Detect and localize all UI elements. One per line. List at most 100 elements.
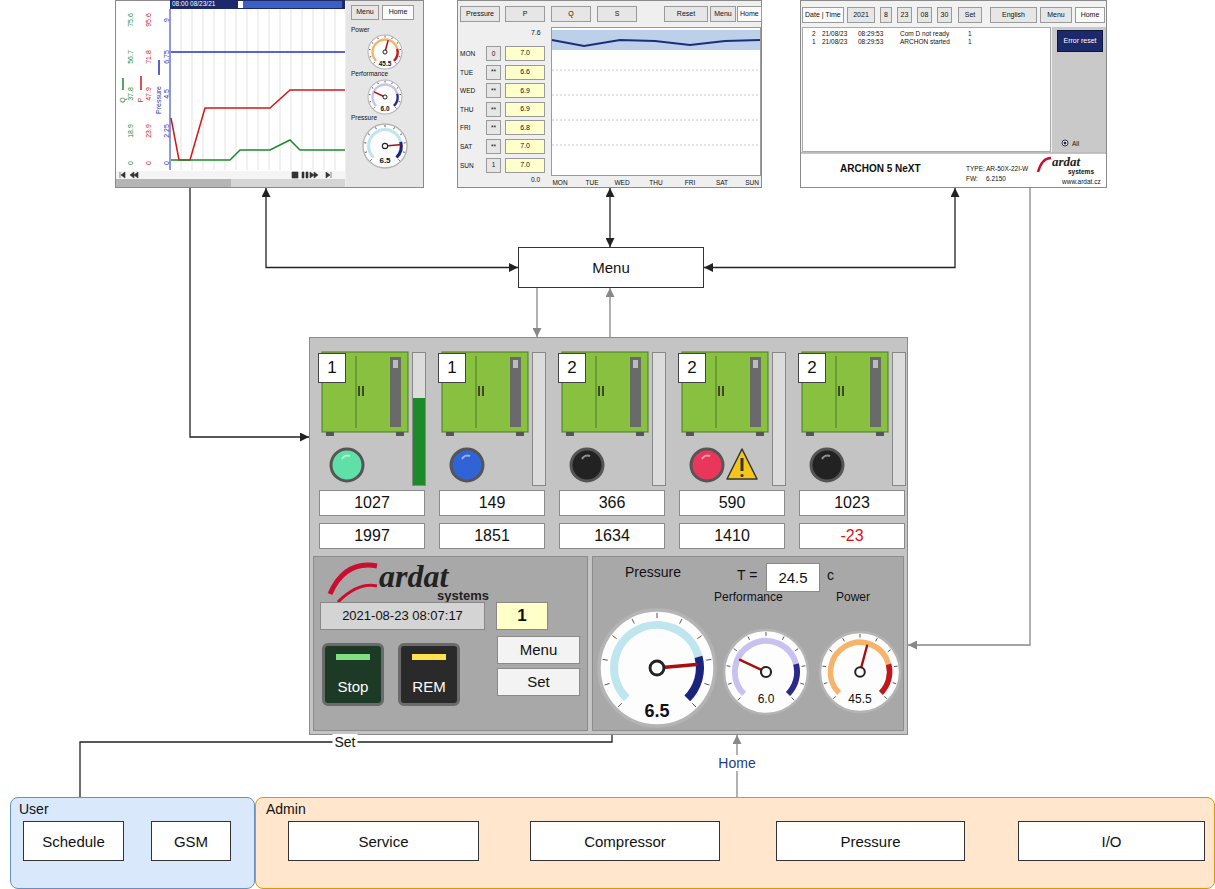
text-label: AR-50X-22I-W [986,165,1028,172]
text-label: Power [836,591,870,605]
gauge-hub [383,95,387,99]
group-band: AdminServiceCompressorPressureI/O [255,797,1215,889]
gauge-tick [399,56,400,57]
gauge-tick [782,636,784,639]
gauge-face [599,610,715,726]
gauge-arc [373,40,398,61]
value-field: 2021-08-23 08:07:17 [320,602,485,630]
text-label: 4.5 [163,89,171,99]
button-label: Set [497,668,580,696]
gauge-tick [391,38,393,39]
box-label: I/O [1101,833,1121,850]
text-label: 2.25 [163,124,171,138]
gauge-tick [766,632,767,636]
gauge-tick [605,683,610,685]
value-field: 2 [678,353,706,383]
gauge-tick [370,159,371,160]
button-label: 23 [897,7,912,23]
button-label: S [597,6,637,22]
button-label: 2021 [847,7,875,23]
gauge-tick [368,134,370,135]
text-label: ardat [379,560,448,592]
gauge-tick [385,81,386,83]
box-label: Pressure [840,833,900,850]
compressor-display [393,360,398,368]
gauge-tick [697,636,701,639]
text-label: 08:00 08/23/21 [172,0,215,7]
value-field: 1023 [799,490,905,516]
compressor-display [753,360,758,368]
gauge-tick [398,159,399,160]
text-label: Pressure [155,86,163,114]
gauge-tick [833,696,836,699]
value-field: 2 [798,353,826,383]
text-label: 08:29:53 [858,30,883,37]
button-label: ** [486,83,501,98]
grid-line [247,9,248,170]
text-label: 1 [968,30,972,37]
edge-label: Set [332,734,357,750]
load-bar [653,353,666,486]
box-label: Service [358,833,408,850]
gauge-tick [370,56,371,57]
value-field: 1027 [319,490,425,516]
gauge-arc [614,625,698,698]
gauge-tick [403,151,405,153]
compressor-foot [686,432,694,436]
load-bar [773,353,786,486]
text-label: 6.2150 [986,175,1006,182]
grid-line [214,9,215,170]
button-label: Menu [1040,7,1072,23]
compressor-foot [516,432,524,436]
control-panel [310,338,908,735]
grid-line [236,9,237,170]
button-label: Date | Time [802,7,844,23]
gauge-tick [372,87,373,89]
process-box: Service [288,821,479,861]
gauge-arc [394,49,398,61]
text-label: 37.8 [127,87,135,101]
box-label: Schedule [42,833,105,850]
menu-box: Menu [518,247,704,288]
gauge-face [363,124,407,168]
text-label: 6.0 [380,105,389,112]
text-label: T = [737,567,757,583]
edge-label: Home [716,755,757,771]
load-bar [533,353,546,486]
text-label: TYPE: [966,165,985,172]
value-field: 6.8 [505,120,545,135]
gauge-tick [399,94,401,95]
grid-line [192,9,193,170]
gauge-tick [876,638,878,641]
gauge-tick [385,125,386,127]
value-field: 7.0 [505,46,545,61]
value-field: 1997 [319,523,425,549]
text-label: 47.9 [145,87,153,101]
text-label: 21/08/23 [822,30,847,37]
gauge-tick [894,666,898,668]
gauge-tick [603,659,608,661]
compressor-foot [566,432,574,436]
text-label: 45.5 [848,693,871,707]
gauge-tick [692,703,696,707]
connector [536,288,537,337]
process-box: Compressor [530,821,720,861]
gauge-tick [364,142,366,143]
button-label: Error reset [1057,30,1103,52]
gauge-hub [650,661,664,675]
gauge-arc [881,664,890,693]
value-field: 6.9 [505,83,545,98]
gauge-arc [373,85,398,106]
value-field: 1410 [679,523,785,549]
text-label: Q [119,97,127,102]
compressor-door [356,356,357,428]
gauge-tick [618,703,622,707]
value-field: -23 [799,523,905,549]
button-label: REM [398,643,460,706]
load-bar-fill [413,398,425,485]
text-label: FRI [460,124,470,131]
gauge-tick [399,49,401,50]
gauge-face [368,35,402,69]
button-label: Stop [322,643,384,706]
